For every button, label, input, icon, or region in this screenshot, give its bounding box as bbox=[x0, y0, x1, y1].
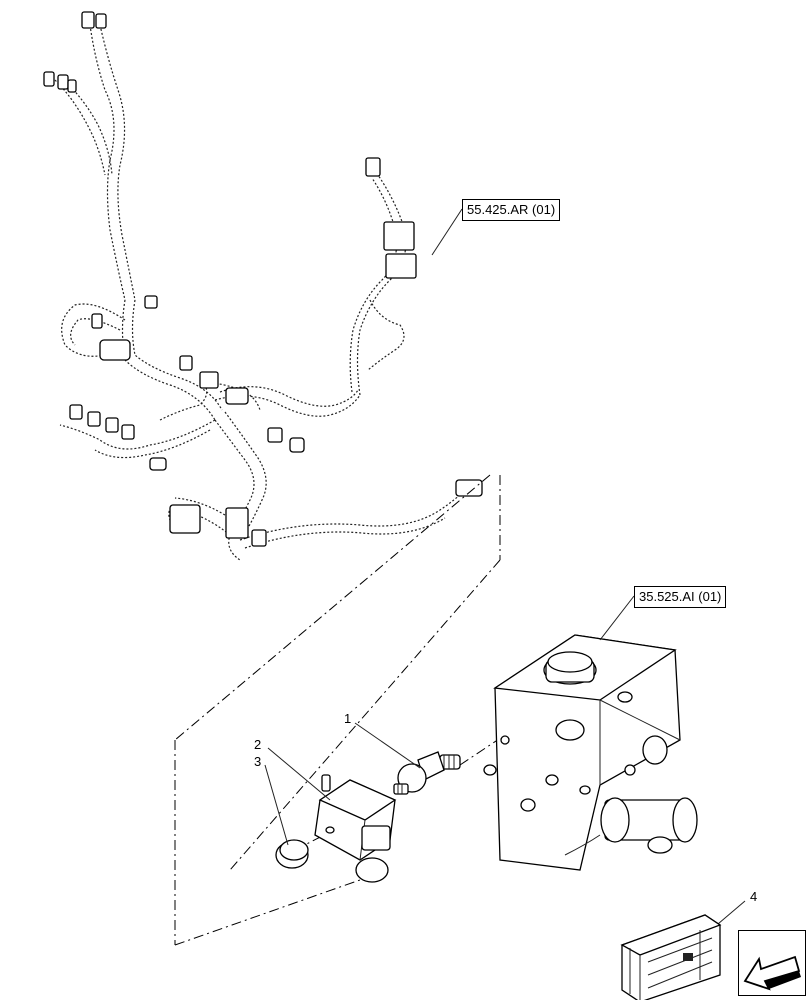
navigation-button[interactable] bbox=[738, 930, 806, 996]
valve-block bbox=[483, 634, 698, 871]
connector-part-2 bbox=[314, 774, 397, 883]
callout-2: 2 bbox=[254, 737, 262, 752]
leader-lines bbox=[264, 208, 746, 936]
pressure-sensor-part-1 bbox=[393, 751, 461, 795]
wiring-harness bbox=[54, 24, 466, 561]
reference-harness-label[interactable]: 55.425.AR (01) bbox=[462, 199, 561, 221]
assembly-lines bbox=[174, 474, 506, 946]
arrow-back-icon bbox=[743, 955, 801, 991]
callout-3: 3 bbox=[254, 754, 262, 769]
kit-box-part-4 bbox=[620, 914, 722, 1000]
cap-part-3 bbox=[275, 839, 309, 869]
callout-1: 1 bbox=[344, 711, 352, 726]
reference-valve-label[interactable]: 35.525.AI (01) bbox=[634, 586, 727, 608]
harness-connectors bbox=[43, 11, 483, 547]
callout-4: 4 bbox=[750, 889, 758, 904]
